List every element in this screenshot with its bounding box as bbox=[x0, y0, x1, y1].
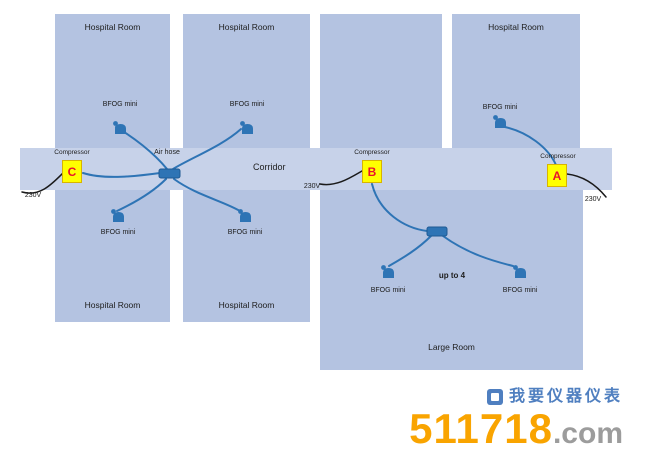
watermark: 我要仪器仪表 511718 .com bbox=[409, 388, 623, 450]
room-label: Hospital Room bbox=[218, 22, 275, 32]
room-label: Hospital Room bbox=[218, 300, 275, 310]
voltage-label-b: 230V bbox=[303, 183, 321, 190]
compressor-label-c: Compressor bbox=[54, 149, 90, 156]
hospital-room-top-4: Hospital Room bbox=[452, 14, 580, 148]
bfog-mini-label: BFOG mini bbox=[502, 287, 538, 294]
watermark-logo-icon bbox=[486, 389, 503, 406]
compressor-unit-c: C bbox=[62, 160, 82, 183]
up-to-4-note: up to 4 bbox=[438, 271, 466, 280]
air-hose-line-manifold-to-bottom-room2 bbox=[173, 178, 241, 212]
hospital-room-top-3 bbox=[320, 14, 442, 148]
compressor-label-b: Compressor bbox=[354, 149, 390, 156]
corridor-label: Corridor bbox=[253, 162, 286, 172]
hospital-room-bottom-2: Hospital Room bbox=[183, 190, 310, 322]
large-room-manifold-connector bbox=[426, 226, 448, 237]
room-label: Large Room bbox=[428, 342, 475, 352]
voltage-label-a: 230V bbox=[584, 196, 602, 203]
air-hose-line-c-to-manifold bbox=[82, 172, 161, 178]
power-line-230v-right bbox=[566, 173, 607, 198]
compressor-unit-a: A bbox=[547, 164, 567, 187]
bfog-mini-icon bbox=[239, 121, 255, 135]
voltage-label-c: 230V bbox=[24, 192, 42, 199]
compressor-label-a: Compressor bbox=[540, 153, 576, 160]
room-label: Hospital Room bbox=[84, 300, 141, 310]
large-room: Large Room bbox=[320, 190, 583, 370]
power-line-230v-left bbox=[21, 172, 64, 194]
compressor-letter-b: B bbox=[367, 164, 377, 179]
bfog-mini-label: BFOG mini bbox=[482, 104, 518, 111]
bfog-mini-icon bbox=[112, 121, 128, 135]
bfog-mini-label: BFOG mini bbox=[100, 229, 136, 236]
air-hose-manifold-connector bbox=[158, 168, 181, 179]
bfog-mini-icon bbox=[110, 209, 126, 223]
corridor: Corridor bbox=[20, 148, 612, 190]
room-label: Hospital Room bbox=[488, 22, 544, 32]
bfog-mini-label: BFOG mini bbox=[370, 287, 406, 294]
bfog-mini-label: BFOG mini bbox=[102, 101, 138, 108]
bfog-mini-icon bbox=[380, 265, 396, 279]
compressor-letter-a: A bbox=[552, 168, 562, 183]
bfog-mini-icon bbox=[512, 265, 528, 279]
bfog-mini-label: BFOG mini bbox=[227, 229, 263, 236]
compressor-letter-c: C bbox=[67, 164, 77, 179]
room-label: Hospital Room bbox=[84, 22, 141, 32]
hospital-room-top-1: Hospital Room bbox=[55, 14, 170, 148]
compressor-unit-b: B bbox=[362, 160, 382, 183]
watermark-domain-suffix: .com bbox=[552, 417, 623, 450]
air-hose-line-a-to-top-room4 bbox=[504, 126, 557, 166]
air-hose-line-manifold-to-bottom-room1 bbox=[116, 178, 167, 212]
power-line-230v-middle bbox=[319, 170, 363, 186]
bfog-mini-icon bbox=[492, 115, 508, 129]
air-hose-line-b-to-large-room bbox=[371, 183, 428, 232]
air-hose-line-manifold-to-top-room2 bbox=[172, 128, 242, 170]
air-hose-label: Air hose bbox=[154, 149, 180, 156]
watermark-number: 511718 bbox=[409, 405, 553, 452]
bfog-mini-icon bbox=[237, 209, 253, 223]
air-hose-line-large-room-left bbox=[388, 235, 432, 267]
bfog-mini-label: BFOG mini bbox=[229, 101, 265, 108]
watermark-site-name: 我要仪器仪表 bbox=[508, 388, 623, 406]
air-hose-line-large-room-right bbox=[442, 235, 514, 267]
